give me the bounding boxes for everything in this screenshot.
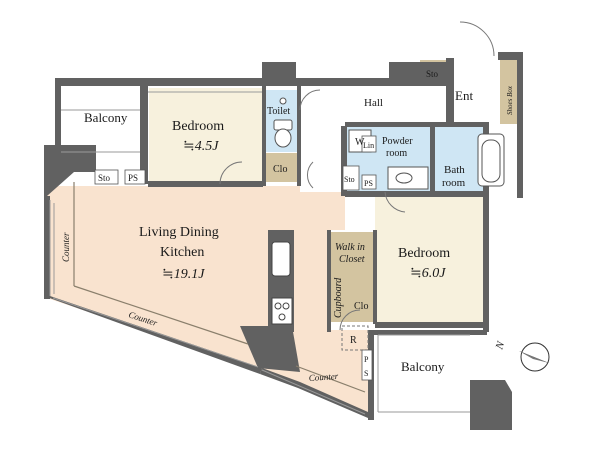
entrance-label: Ent	[455, 88, 473, 103]
bathtub-fixture	[477, 133, 505, 187]
bath-room-label-2: room	[442, 177, 466, 189]
clo-north-floor	[264, 153, 298, 182]
bath-room-floor	[434, 127, 483, 191]
counter-west-label: Counter	[61, 232, 71, 262]
ps-south-label-1: P	[364, 355, 369, 364]
storage-entrance-label: Sto	[426, 69, 439, 79]
refrigerator-label: R	[350, 335, 357, 346]
balcony-south-label: Balcony	[401, 359, 445, 374]
clo-north-label: Clo	[273, 164, 287, 175]
hall-label: Hall	[364, 97, 383, 109]
shoes-box-label: Shoes Box	[506, 85, 514, 115]
cupboard-label: Cupboard	[333, 277, 344, 318]
bedroom-east-name: Bedroom	[398, 246, 450, 261]
bedroom-east-size: ≒6.0J	[410, 266, 446, 281]
bedroom-north-name: Bedroom	[172, 119, 224, 134]
refrigerator-space	[341, 325, 369, 351]
counter-lines	[73, 182, 366, 393]
kitchen-fixtures	[271, 241, 293, 325]
window-frames	[49, 91, 470, 415]
storage-hall-label: Sto	[344, 175, 355, 184]
powder-room-label-1: Powder	[382, 136, 413, 147]
bedroom-north-size: ≒4.5J	[183, 139, 219, 154]
clo-east-label: Clo	[354, 301, 368, 312]
door-swings	[219, 21, 495, 331]
ps-west-label: PS	[128, 173, 138, 183]
sink-fixture	[387, 166, 429, 190]
utility-boxes	[94, 135, 377, 381]
counter-south-label: Counter	[308, 371, 339, 383]
ps-hall-label: PS	[364, 179, 373, 188]
ldk-name-2: Kitchen	[160, 245, 204, 260]
toilet-label: Toilet	[267, 106, 290, 117]
shoes-box-floor	[500, 60, 517, 124]
compass-label: N	[493, 339, 507, 352]
storage-west-label: Sto	[98, 173, 111, 183]
bedroom-north-floor	[149, 88, 262, 181]
linen-label: Lin	[363, 141, 374, 150]
walk-in-closet-label-2: Closet	[339, 254, 365, 265]
ps-south-label-2: S	[364, 369, 368, 378]
bath-room-label-1: Bath	[444, 164, 465, 176]
ldk-name-1: Living Dining	[139, 225, 219, 240]
compass	[519, 342, 550, 372]
ldk-size: ≒19.1J	[162, 267, 205, 282]
walk-in-closet-floor	[331, 232, 373, 322]
walk-in-closet-label-1: Walk in	[335, 242, 365, 253]
bedroom-east-floor	[375, 196, 483, 322]
balcony-west-label: Balcony	[84, 110, 128, 125]
hall-floor	[300, 88, 448, 192]
toilet-fixture	[273, 97, 293, 148]
powder-room-label-2: room	[386, 148, 407, 159]
washer-label: W	[355, 137, 365, 148]
